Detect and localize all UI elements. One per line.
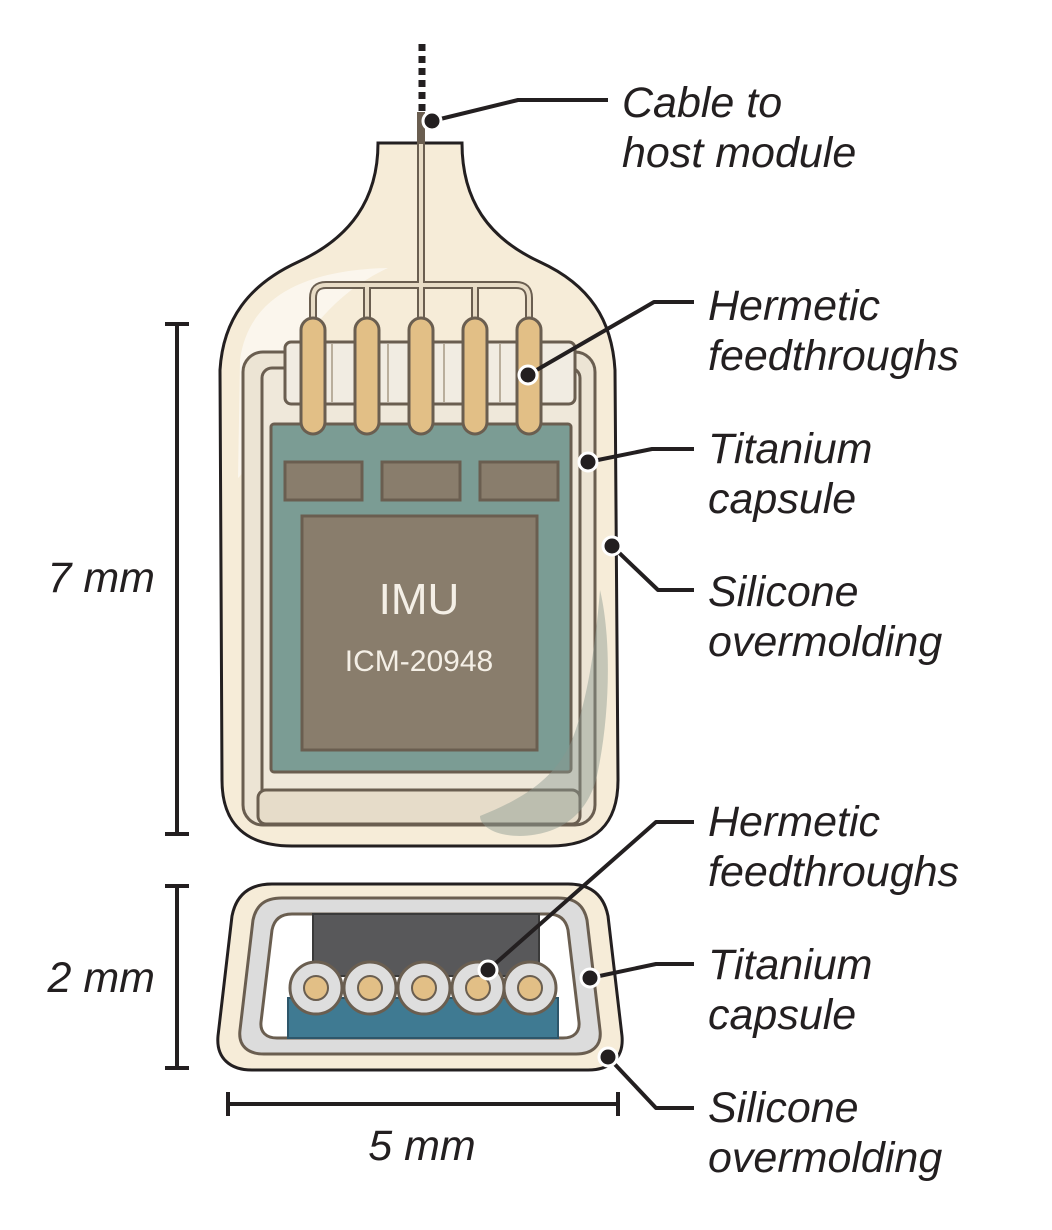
capsule-end-cap [256, 788, 582, 826]
dimension-height-bottom: 2 mm [47, 954, 156, 1002]
dimension-5mm-bracket [226, 1092, 620, 1116]
cross-pins [288, 960, 558, 1016]
dimension-width: 5 mm [368, 1122, 476, 1170]
pin-4 [461, 316, 489, 436]
top-view: IMU ICM-20948 [218, 44, 620, 848]
dimension-7mm-bracket [165, 322, 189, 836]
svg-text:host module: host module [622, 129, 856, 177]
cross-pin-3 [396, 960, 452, 1016]
leader-lines [421, 98, 694, 1110]
svg-text:Titanium: Titanium [708, 425, 873, 473]
component-1 [283, 460, 364, 502]
svg-text:feedthroughs: feedthroughs [708, 332, 959, 380]
cross-pin-1 [288, 960, 344, 1016]
label-bottom-silicone: Silicone overmolding [708, 1084, 942, 1182]
svg-text:Silicone: Silicone [708, 568, 859, 616]
label-top-silicone: Silicone overmolding [708, 568, 942, 666]
highlight-top-left [238, 268, 388, 478]
feedthrough-pins [299, 316, 543, 436]
dimension-height-top: 7 mm [48, 554, 156, 602]
svg-text:capsule: capsule [708, 475, 856, 523]
label-cable: Cable to host module [622, 79, 856, 177]
chip-name: IMU [379, 575, 460, 624]
dimension-2mm-bracket [165, 884, 189, 1070]
svg-text:Titanium: Titanium [708, 941, 873, 989]
header-ribs [331, 344, 501, 402]
label-top-capsule: Titanium capsule [708, 425, 873, 523]
imu-chip [300, 514, 539, 752]
pin-3 [407, 316, 435, 436]
dimension-markers [165, 322, 620, 1116]
wire-harness-fill [311, 144, 531, 320]
cross-pin-5 [502, 960, 558, 1016]
svg-text:capsule: capsule [708, 991, 856, 1039]
cross-pin-2 [342, 960, 398, 1016]
svg-text:Silicone: Silicone [708, 1084, 859, 1132]
component-2 [380, 460, 462, 502]
svg-text:overmolding: overmolding [708, 1134, 942, 1182]
pin-1 [299, 316, 327, 436]
pin-2 [353, 316, 381, 436]
label-bottom-capsule: Titanium capsule [708, 941, 873, 1039]
label-top-feedthroughs: Hermetic feedthroughs [708, 282, 959, 380]
svg-text:Hermetic: Hermetic [708, 282, 881, 330]
component-3 [478, 460, 560, 502]
shadow-bottom-right [480, 590, 608, 836]
svg-text:overmolding: overmolding [708, 618, 942, 666]
label-bottom-feedthroughs: Hermetic feedthroughs [708, 798, 959, 896]
chip-part-number: ICM-20948 [345, 645, 493, 678]
svg-text:Cable to: Cable to [622, 79, 782, 127]
svg-text:feedthroughs: feedthroughs [708, 848, 959, 896]
svg-text:Hermetic: Hermetic [708, 798, 881, 846]
cross-section [216, 882, 624, 1072]
